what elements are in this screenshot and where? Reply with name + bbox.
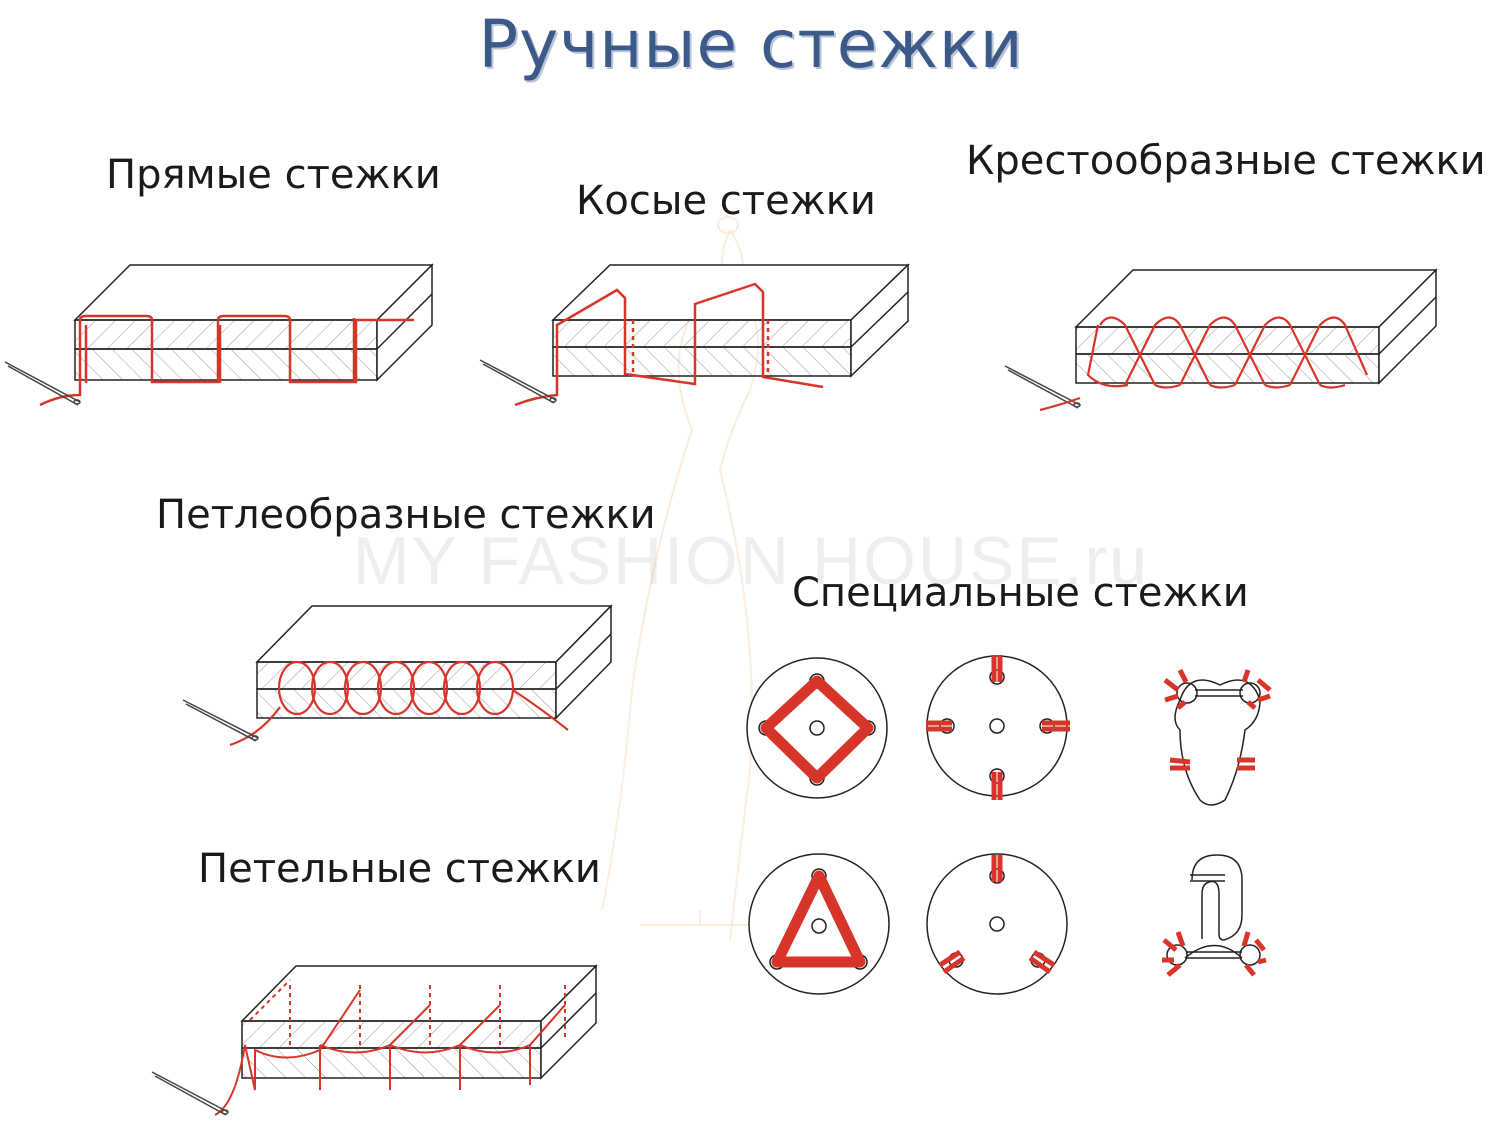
cross-stitch-diagram — [1004, 268, 1438, 412]
page-title: Ручные стежки — [478, 6, 1024, 83]
needle-icon — [151, 1071, 229, 1116]
needle-icon — [4, 361, 81, 406]
needle-icon — [479, 359, 557, 404]
button-square-stitch-icon — [746, 657, 888, 799]
cross-thread — [1086, 316, 1369, 389]
slanted-stitch-diagram — [479, 263, 910, 407]
loop-thread — [229, 660, 569, 747]
special-stitches-diagrams — [746, 655, 1272, 995]
section-title-slanted: Косые стежки — [576, 178, 876, 224]
straight-thread — [39, 314, 414, 407]
button-three-radial-stitch-icon — [926, 853, 1068, 995]
section-title-buttonhole: Петельные стежки — [198, 846, 601, 892]
watermark-text: MY FASHION HOUSE.ru — [352, 523, 1150, 599]
slanted-thread — [514, 282, 824, 407]
hook-stitch-icon — [1162, 854, 1267, 977]
buttonhole-stitch-diagram — [151, 964, 598, 1116]
section-title-cross: Крестообразные стежки — [966, 138, 1486, 184]
needle-icon — [182, 699, 259, 742]
button-radial-stitch-icon — [926, 655, 1070, 800]
straight-stitch-diagram — [4, 263, 434, 407]
button-triangle-stitch-icon — [748, 853, 890, 995]
hook-eye-stitch-icon — [1163, 668, 1272, 806]
section-title-special: Специальные стежки — [792, 570, 1249, 616]
loop-stitch-diagram — [182, 604, 613, 747]
buttonhole-thread — [214, 979, 566, 1116]
section-title-loop-shaped: Петлеобразные стежки — [156, 492, 656, 538]
section-title-straight: Прямые стежки — [106, 152, 441, 198]
